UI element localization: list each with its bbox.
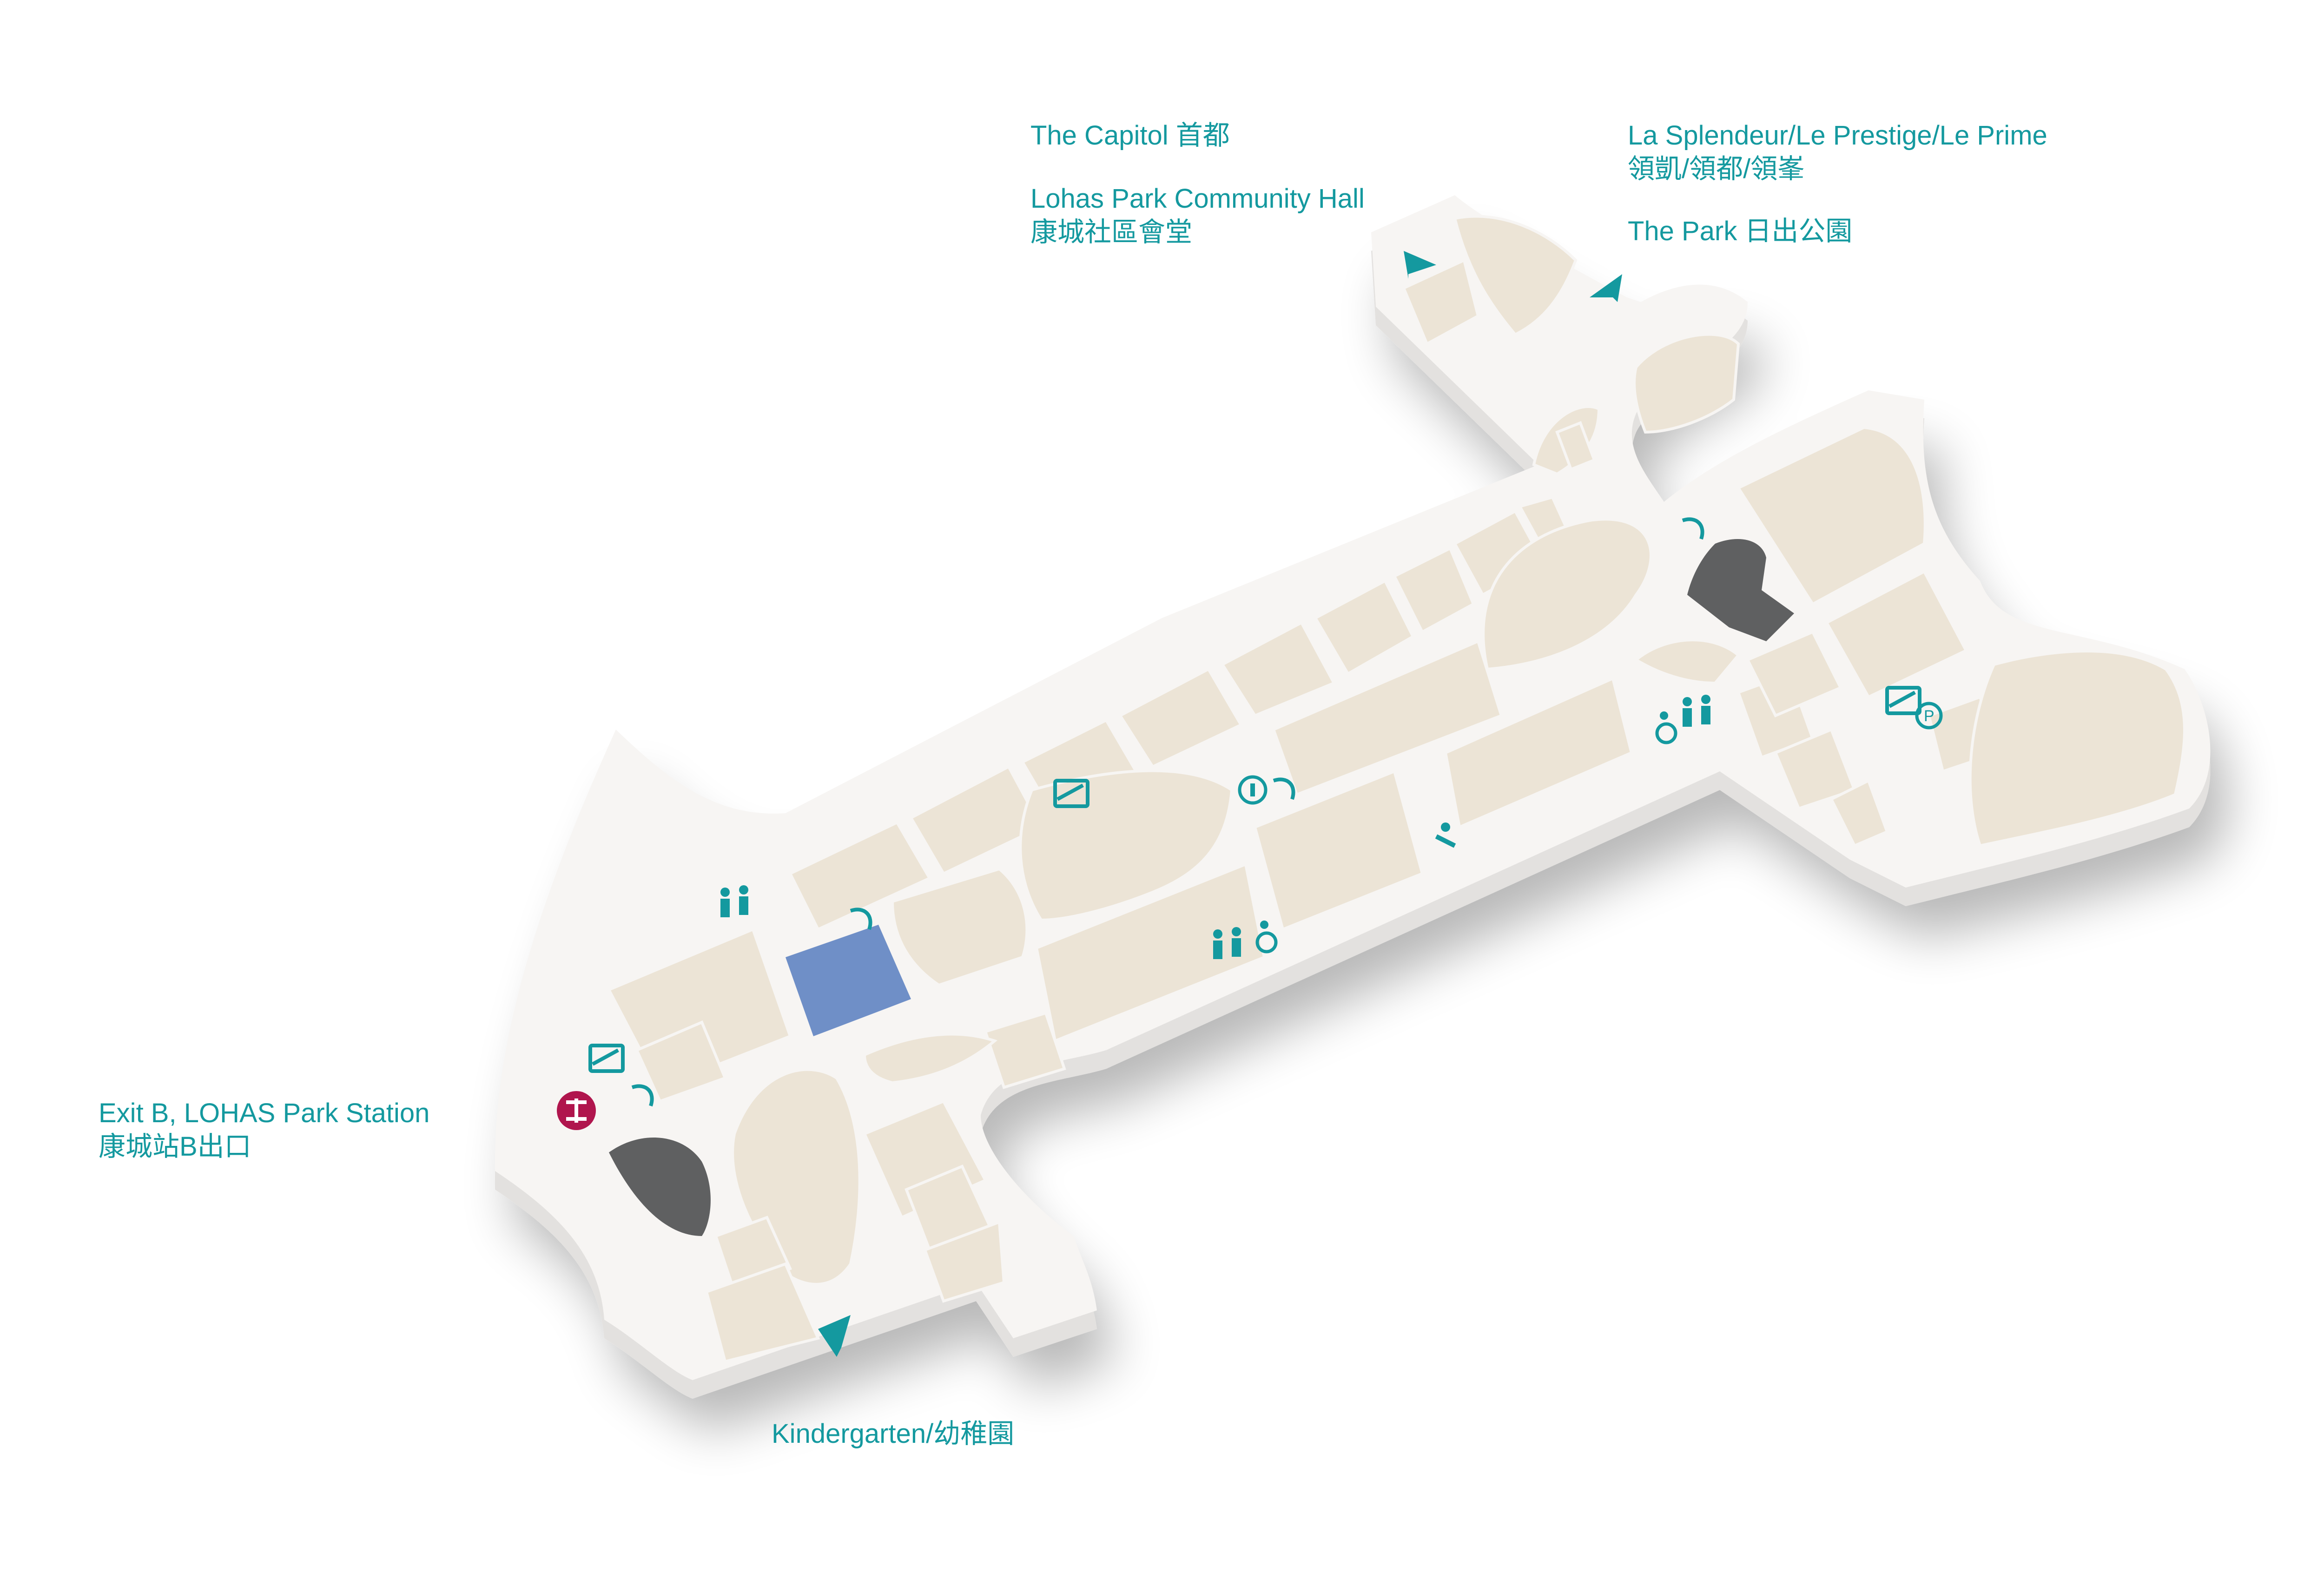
direction-arrows xyxy=(818,251,1622,1357)
lift-icon[interactable] xyxy=(850,908,872,930)
accessible-toilet-icon[interactable] xyxy=(1255,921,1278,954)
escalator-icon[interactable] xyxy=(588,1044,625,1073)
baby-care-icon[interactable] xyxy=(1435,822,1456,848)
escalator-icon[interactable] xyxy=(1053,779,1089,808)
facility-icons: P xyxy=(588,517,1943,1107)
destination-label-kindergarten[interactable]: Kindergarten/幼稚園 xyxy=(772,1417,1014,1451)
shop-units xyxy=(607,215,2186,1363)
lift-icon[interactable] xyxy=(1682,517,1704,540)
information-icon[interactable] xyxy=(1238,775,1268,805)
mtr-logo-icon[interactable] xyxy=(557,1091,596,1130)
destination-exit-b-name-zh: 康城站B出口 xyxy=(99,1131,251,1162)
destination-splendeur-name-en: La Splendeur/Le Prestige/Le Prime xyxy=(1628,120,2047,151)
destination-kindergarten-name: Kindergarten/幼稚園 xyxy=(772,1419,1015,1449)
atrium-void-west xyxy=(609,1137,711,1236)
destination-splendeur-name-zh: 領凱/領都/領峯 xyxy=(1628,154,1805,184)
destination-hall-name-zh: 康城社區會堂 xyxy=(1030,217,1193,247)
lift-icon[interactable] xyxy=(1273,777,1295,800)
toilet-icon[interactable] xyxy=(1683,695,1710,727)
destination-label-splendeur[interactable]: La Splendeur/Le Prestige/Le Prime 領凱/領都/… xyxy=(1628,119,2047,186)
destination-hall-name-en: Lohas Park Community Hall xyxy=(1030,184,1365,214)
toilet-icon[interactable] xyxy=(720,885,748,917)
escalator-icon[interactable] xyxy=(1885,686,1921,715)
lift-icon[interactable] xyxy=(631,1084,654,1107)
svg-text:P: P xyxy=(1924,707,1934,725)
destination-label-the-park[interactable]: The Park 日出公園 xyxy=(1628,215,1852,248)
highlighted-unit[interactable] xyxy=(786,925,911,1036)
accessible-toilet-icon[interactable] xyxy=(1655,711,1677,744)
destination-park-name: The Park 日出公園 xyxy=(1628,216,1853,246)
destination-capitol-name: The Capitol 首都 xyxy=(1030,120,1230,151)
atrium-void-east xyxy=(1687,539,1794,641)
destination-label-capitol[interactable]: The Capitol 首都 xyxy=(1030,119,1230,152)
direction-arrow-icon[interactable] xyxy=(818,1315,851,1357)
toilet-icon[interactable] xyxy=(1213,927,1241,959)
destination-label-community-hall[interactable]: Lohas Park Community Hall 康城社區會堂 xyxy=(1030,182,1365,249)
parking-icon[interactable]: P xyxy=(1915,702,1943,730)
direction-arrow-icon[interactable] xyxy=(1404,251,1436,279)
direction-arrow-icon[interactable] xyxy=(1590,274,1622,302)
destination-label-exit-b[interactable]: Exit B, LOHAS Park Station 康城站B出口 xyxy=(99,1097,429,1164)
destination-exit-b-name-en: Exit B, LOHAS Park Station xyxy=(99,1098,430,1128)
